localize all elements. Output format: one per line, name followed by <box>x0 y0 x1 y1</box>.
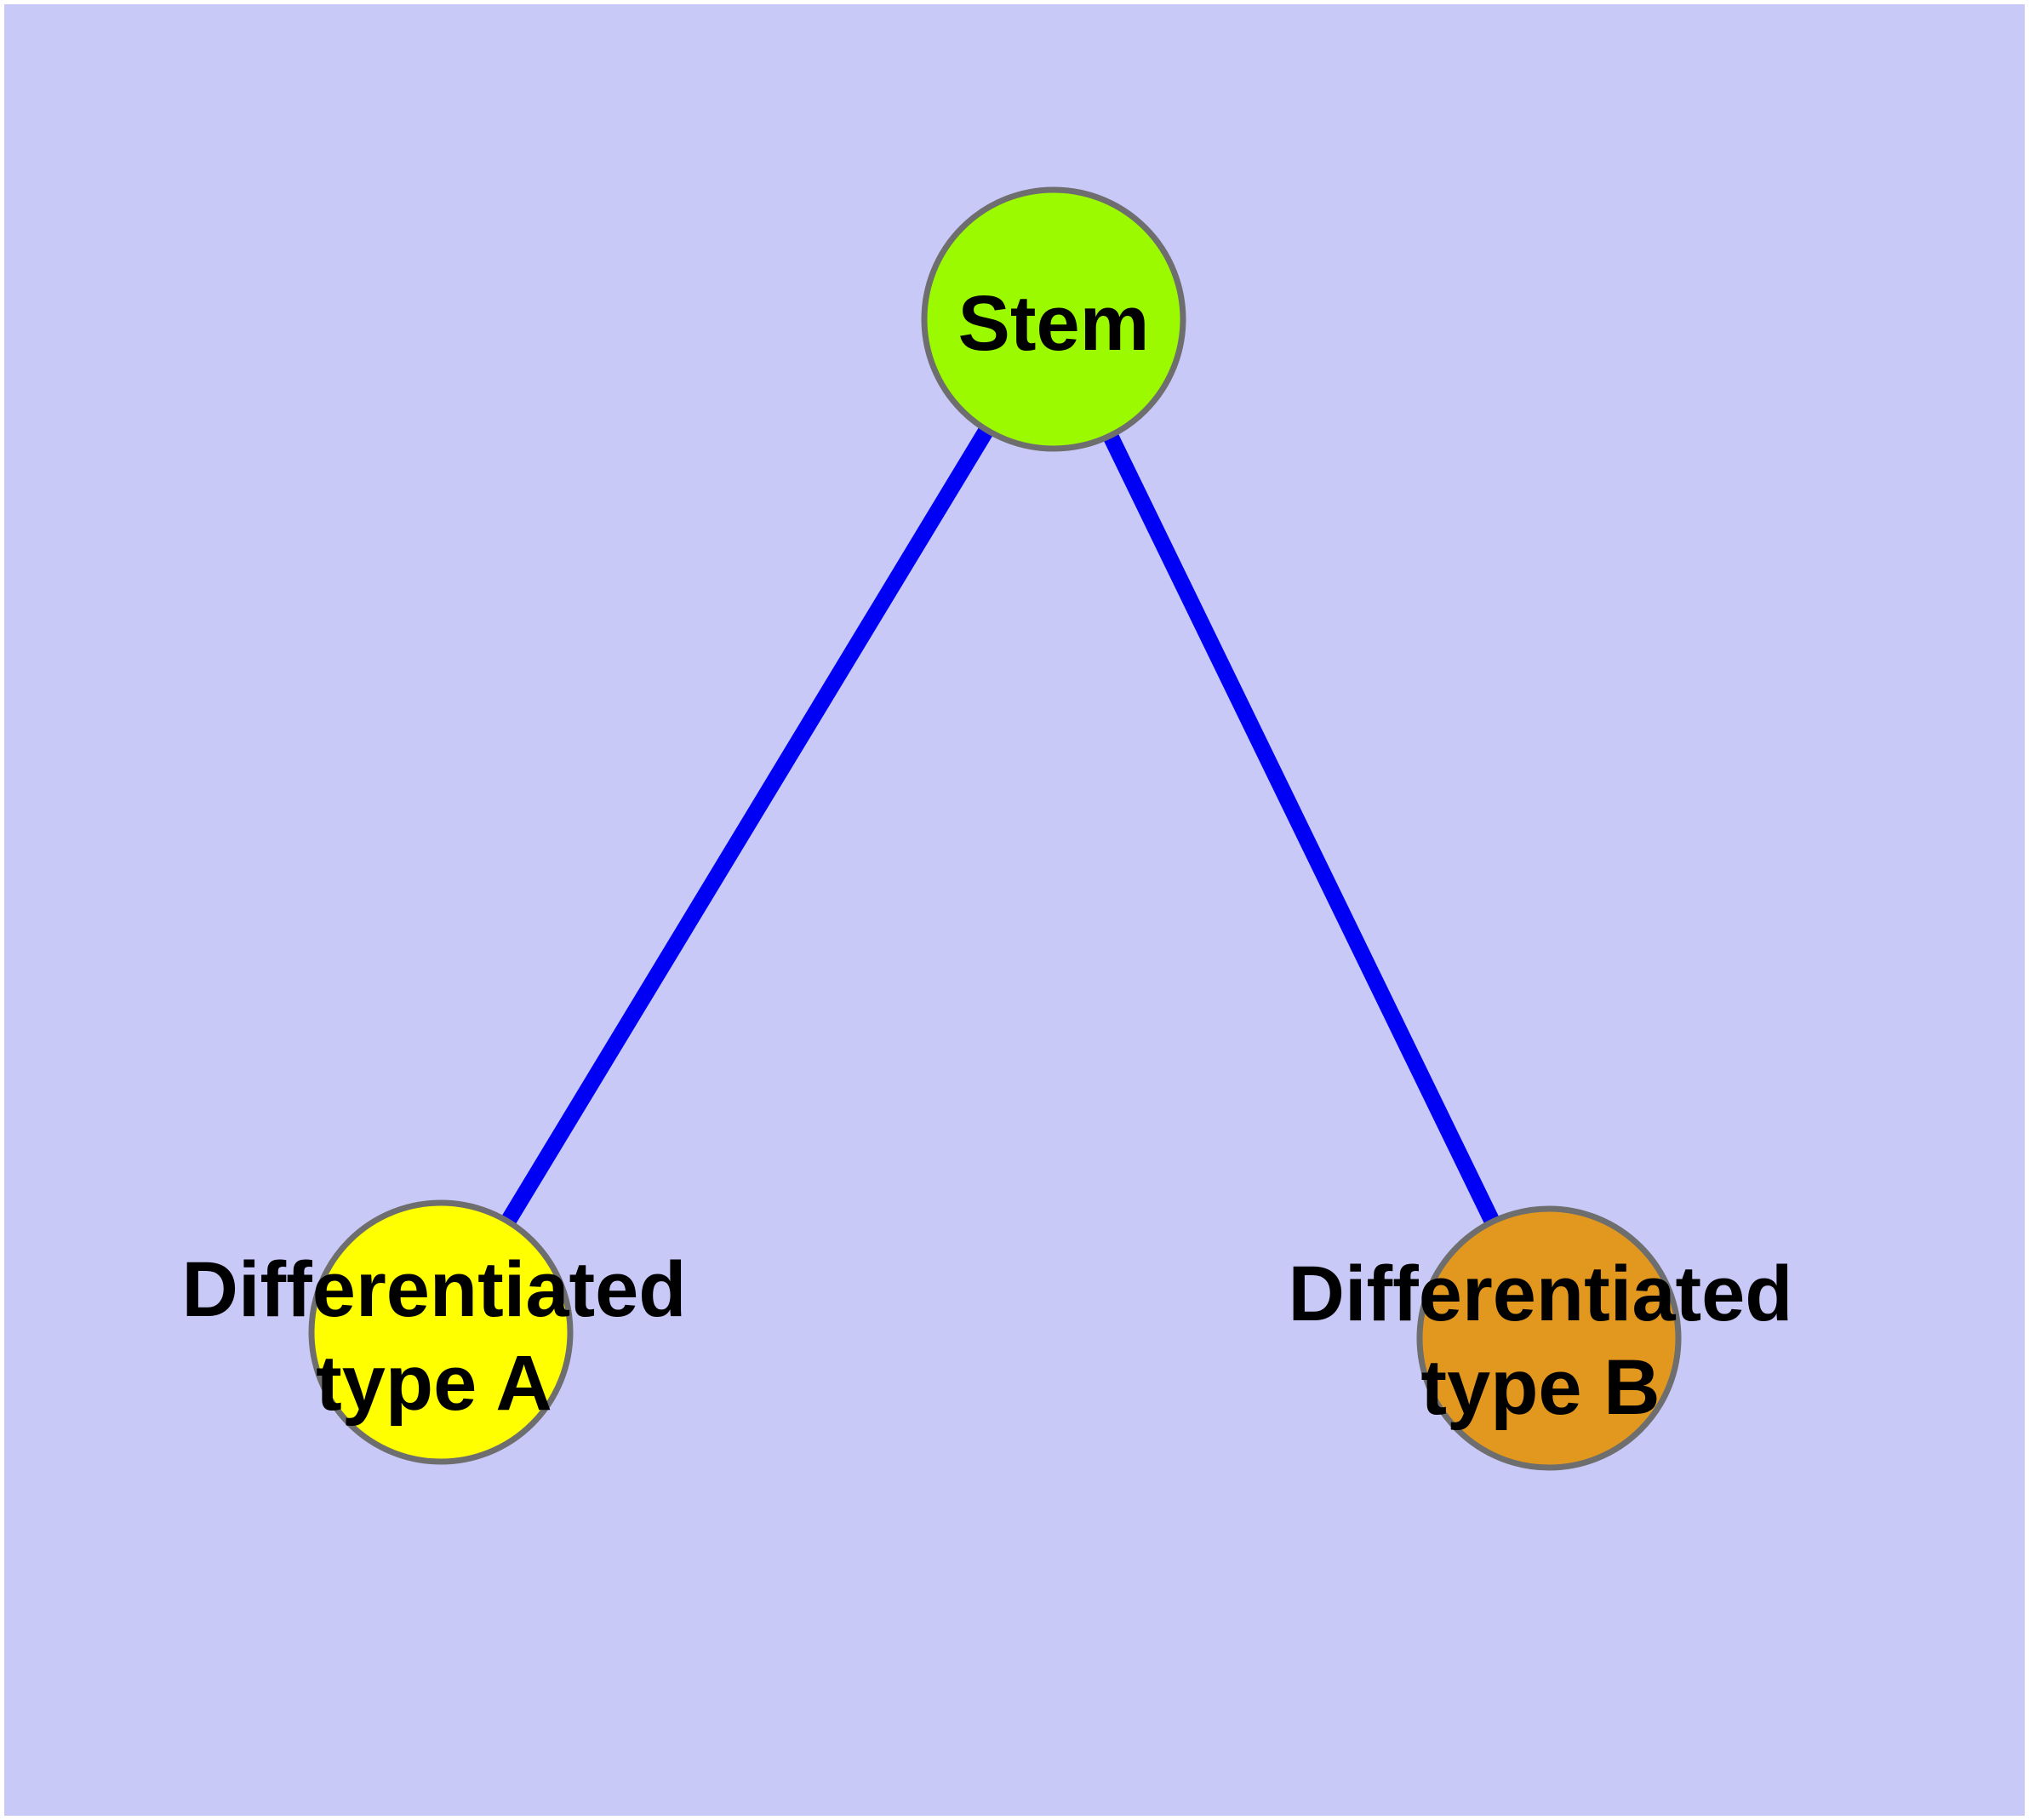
node-type-b-label-line1: Differentiated <box>1289 1251 1793 1337</box>
node-type-b-circle <box>1416 1205 1682 1471</box>
node-type-a-circle <box>308 1199 574 1465</box>
node-type-b-label-line2: type B <box>1420 1344 1660 1431</box>
node-differentiated-type-b: Differentiated type B <box>1289 1205 1793 1471</box>
node-stem-circle <box>921 186 1186 452</box>
node-type-a-label-line2: type A <box>316 1340 552 1427</box>
node-differentiated-type-a: Differentiated type A <box>182 1199 687 1465</box>
node-stem: Stem <box>921 186 1186 452</box>
edge-stem-to-type-b <box>1046 315 1557 1342</box>
node-stem-label: Stem <box>958 280 1150 367</box>
node-type-a-label-line1: Differentiated <box>182 1246 687 1333</box>
edge-stem-to-type-a <box>433 315 1061 1336</box>
